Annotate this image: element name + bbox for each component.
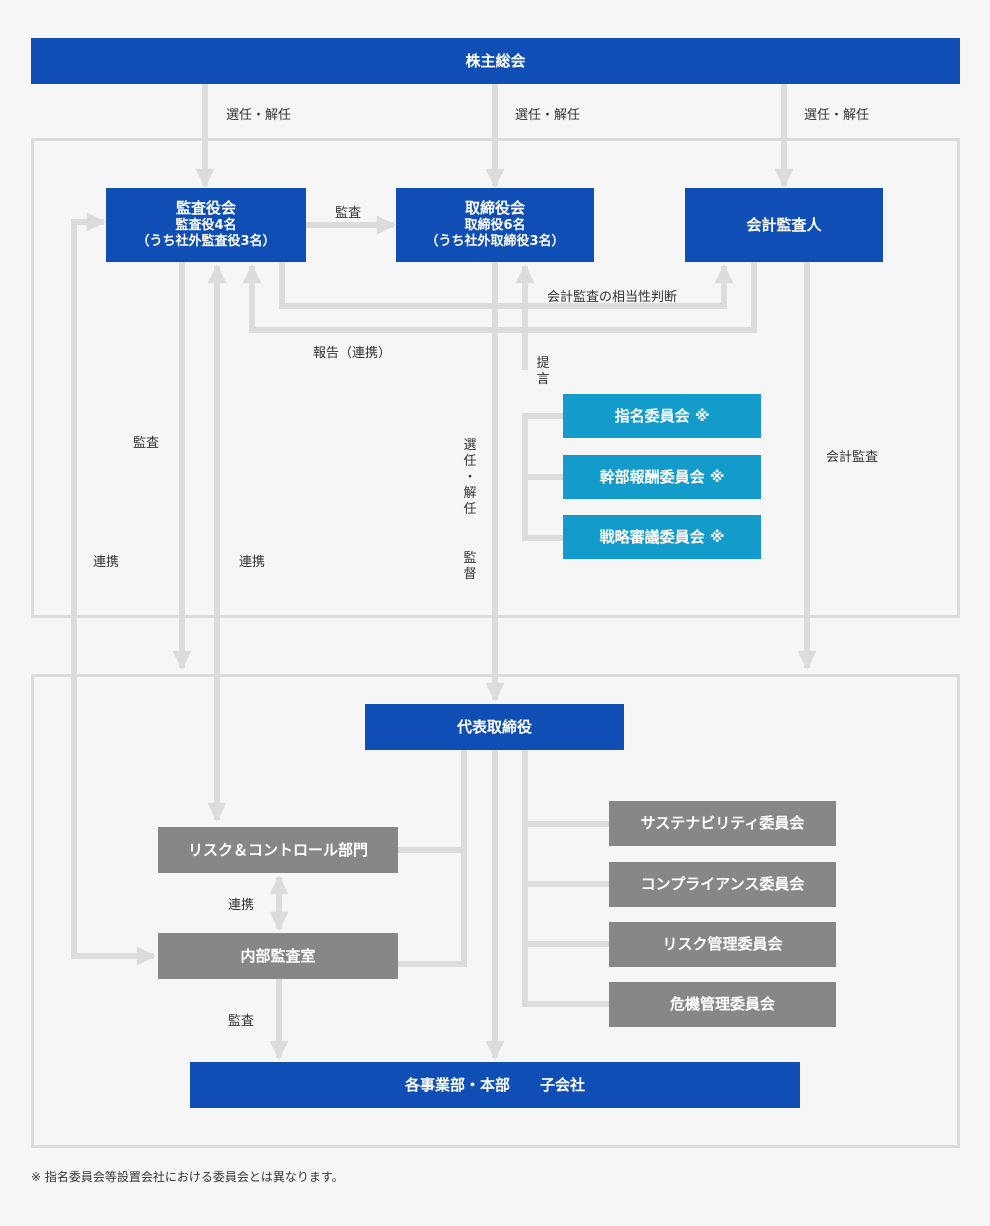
crisis-management-committee-label: 危機管理委員会	[669, 995, 775, 1014]
board-of-directors-box: 取締役会 取締役6名 （うち社外取締役3名）	[396, 188, 594, 262]
audit-board-outside: （うち社外監査役3名）	[136, 234, 276, 250]
report-line	[242, 262, 757, 333]
shareholders-meeting-label: 株主総会	[465, 51, 526, 70]
shareholders-meeting-box: 株主総会	[31, 38, 960, 84]
appropriateness-label: 会計監査の相当性判断	[547, 290, 678, 305]
proposal-label: 提 言	[536, 356, 550, 387]
appropriateness-line	[279, 262, 734, 309]
elect-dismiss-label-1: 選任・解任	[226, 108, 292, 123]
representative-director-label: 代表取締役	[456, 717, 532, 736]
risk-control-dept-label: リスク＆コントロール部門	[187, 840, 368, 859]
sustainability-committee-box: サステナビリティ委員会	[609, 801, 836, 846]
divisions-label: 各事業部・本部 子会社	[404, 1075, 585, 1094]
report-label: 報告（連携）	[313, 346, 392, 361]
strategy-committee-box: 戦略審議委員会 ※	[563, 515, 761, 559]
nomination-committee-box: 指名委員会 ※	[563, 394, 761, 438]
rep-right-bracket	[522, 750, 609, 1007]
cooperation-internal-audit-line	[71, 212, 156, 966]
board-members: 取締役6名	[464, 218, 526, 234]
audit-label-lower: 監査	[228, 1014, 255, 1029]
elect-dismiss-label-2: 選任・解任	[515, 108, 581, 123]
compliance-committee-label: コンプライアンス委員会	[640, 875, 805, 894]
accounting-auditor-box: 会計監査人	[685, 188, 883, 262]
compliance-committee-box: コンプライアンス委員会	[609, 862, 836, 907]
audit-label-top: 監査	[335, 206, 362, 221]
cooperation-label-left: 連携	[93, 555, 120, 570]
audit-label-left: 監査	[133, 436, 160, 451]
board-outside: （うち社外取締役3名）	[425, 234, 565, 250]
strategy-committee-label: 戦略審議委員会 ※	[599, 527, 725, 546]
representative-director-box: 代表取締役	[365, 704, 624, 750]
internal-audit-office-box: 内部監査室	[158, 933, 398, 979]
rep-left-connector	[398, 750, 467, 967]
nomination-committee-label: 指名委員会 ※	[614, 406, 710, 425]
compensation-committee-box: 幹部報酬委員会 ※	[563, 455, 761, 499]
cooperation-label-mid: 連携	[239, 555, 266, 570]
accounting-auditor-label: 会計監査人	[746, 215, 822, 234]
risk-management-committee-box: リスク管理委員会	[609, 922, 836, 967]
footnote: ※ 指名委員会等設置会社における委員会とは異なります。	[31, 1170, 344, 1184]
board-title: 取締役会	[464, 199, 525, 218]
divisions-box: 各事業部・本部 子会社	[190, 1062, 800, 1108]
crisis-management-committee-box: 危機管理委員会	[609, 982, 836, 1027]
risk-management-committee-label: リスク管理委員会	[662, 935, 783, 954]
risk-control-dept-box: リスク＆コントロール部門	[158, 827, 398, 873]
audit-board-members: 監査役4名	[175, 218, 237, 234]
cooperation-label-lower: 連携	[228, 898, 255, 913]
supervise-vertical-label: 監 督	[463, 551, 477, 582]
elect-dismiss-vertical-label: 選 任 ・ 解 任	[463, 438, 477, 517]
sustainability-committee-label: サステナビリティ委員会	[640, 814, 805, 833]
internal-audit-office-label: 内部監査室	[240, 946, 316, 965]
audit-board-title: 監査役会	[175, 199, 236, 218]
audit-board-box: 監査役会 監査役4名 （うち社外監査役3名）	[106, 188, 306, 262]
elect-dismiss-label-3: 選任・解任	[804, 108, 870, 123]
compensation-committee-label: 幹部報酬委員会 ※	[599, 467, 725, 486]
accounting-audit-label: 会計監査	[826, 450, 879, 465]
